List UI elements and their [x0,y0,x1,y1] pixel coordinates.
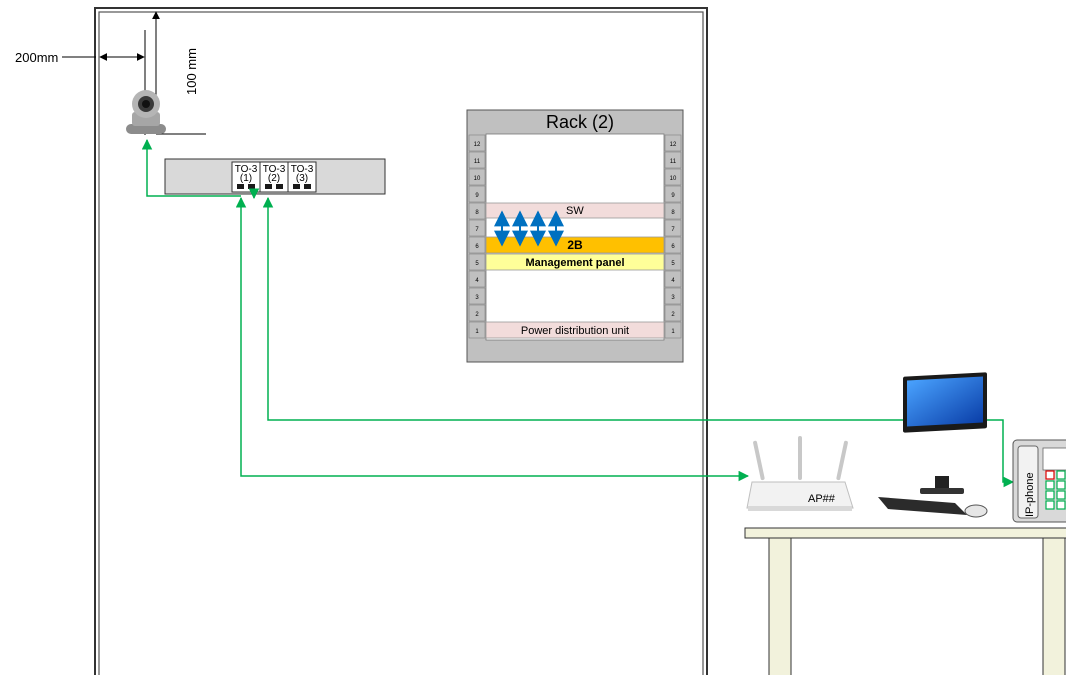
outlet-group: TO-3(1)TO-3(2)TO-3(3) [231,161,317,193]
rack-title: Rack (2) [546,112,614,132]
outlet-number: (2) [268,173,280,184]
rack-unit-cell [468,168,486,186]
sw-label: SW [566,205,584,217]
rack-unit-cell [468,151,486,169]
outlet-label: TO-3 [235,164,258,175]
management-panel-label: Management panel [525,257,624,269]
rack-unit-number: 11 [474,159,481,165]
dimension-marks: 200mm 100 mm [15,11,206,135]
rack-unit-number: 9 [671,193,675,199]
outlet-port [276,184,283,189]
outlet-port [248,184,255,189]
ip-phone-label: IP-phone [1024,472,1036,517]
rack-unit-cell [468,134,486,152]
dimension-vertical-label: 100 mm [184,48,199,95]
rack-unit-number: 12 [474,142,481,148]
rack-unit-number: 9 [475,193,479,199]
ap-label: AP## [808,493,836,505]
wifi-router-icon: AP## [746,436,854,511]
desk-icon [744,527,1066,675]
mouse-icon [964,504,988,518]
outlet-1: TO-3(1) [231,161,261,193]
patch-panel-label: 2B [567,238,583,252]
outlet-3: TO-3(3) [287,161,317,193]
rack-unit-number: 12 [670,142,677,148]
outlet-2: TO-3(2) [259,161,289,193]
rack-unit-number: 10 [670,176,677,182]
outlet-number: (3) [296,173,308,184]
rack-unit-cell [664,168,682,186]
keyboard-icon [878,497,967,515]
outlet-label: TO-3 [291,164,314,175]
outlet-label: TO-3 [263,164,286,175]
rack-unit-cell [664,134,682,152]
outlet-number: (1) [240,173,252,184]
outlet-port [237,184,244,189]
cable-camera [141,138,241,197]
monitor-icon [903,372,987,494]
rack-unit-number: 11 [670,159,677,165]
cable-ip-phone [262,196,1015,488]
outlet-port [304,184,311,189]
camera-icon [126,90,166,134]
rack-unit-number: 10 [474,176,481,182]
rack-unit-cell [664,151,682,169]
outlet-port [265,184,272,189]
ip-phone-icon: IP-phone [1012,439,1066,523]
outlet-port [293,184,300,189]
dimension-horizontal-label: 200mm [15,50,58,65]
pdu-label: Power distribution unit [521,325,629,337]
cables [141,138,1015,488]
